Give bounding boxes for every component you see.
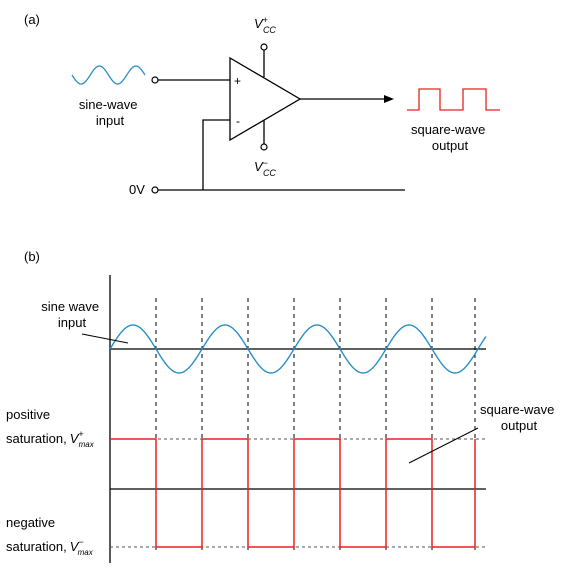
inverting-wire <box>202 119 230 190</box>
non-inverting-sign: + <box>234 74 241 88</box>
square-wave-trace <box>110 438 476 548</box>
output-arrow-icon <box>384 95 394 103</box>
square-output-label: square-wave output <box>480 402 558 433</box>
square-label-leader <box>408 427 479 464</box>
ground-terminal <box>151 186 159 194</box>
sine-label-leader <box>81 333 129 344</box>
vcc-neg-label: V−CC <box>254 158 276 178</box>
sine-input-label: sine wave input <box>41 299 102 330</box>
input-label: sine-wave input <box>79 97 141 128</box>
positive-saturation-label: positive saturation,V+max <box>6 407 95 449</box>
square-wave-icon <box>407 88 500 111</box>
panel-a: (a) + - V+CC V−CC 0V sine-wave <box>24 12 500 197</box>
panel-b: (b) sine wave input <box>6 249 558 563</box>
vcc-pos-terminal <box>260 43 268 51</box>
output-label: square-wave output <box>411 122 489 153</box>
negative-saturation-label: negative saturation,V−max <box>6 515 94 557</box>
vcc-pos-label: V+CC <box>254 15 276 35</box>
panel-a-label: (a) <box>24 12 40 27</box>
input-terminal <box>151 76 159 84</box>
crossing-markers <box>155 298 476 552</box>
inverting-sign: - <box>236 114 240 128</box>
op-amp-triangle <box>229 56 302 142</box>
sine-wave-icon <box>71 65 146 85</box>
sine-wave-trace <box>109 324 487 374</box>
panel-b-label: (b) <box>24 249 40 264</box>
ground-label: 0V <box>129 182 145 197</box>
vcc-neg-terminal <box>260 143 268 151</box>
